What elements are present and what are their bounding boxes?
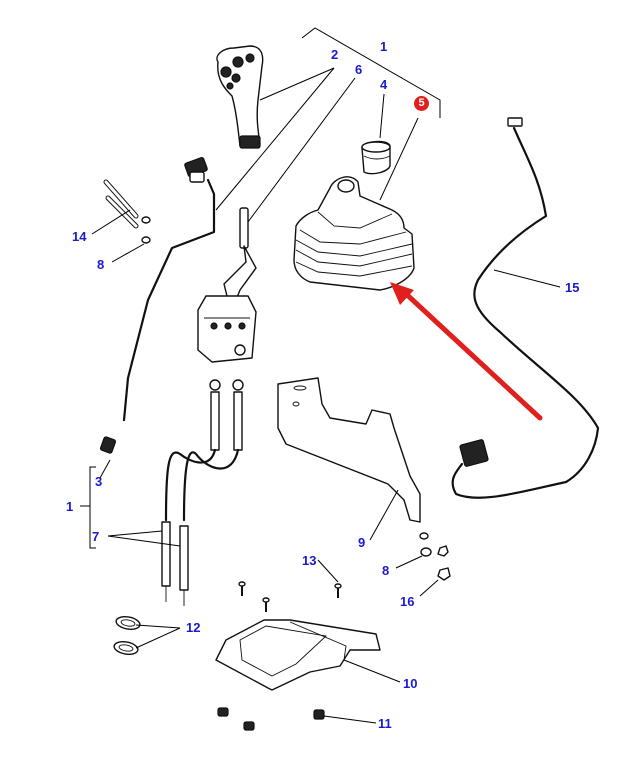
part-seals: [113, 616, 141, 655]
callout-8-lower[interactable]: 8: [382, 563, 390, 578]
callout-16[interactable]: 16: [400, 594, 415, 609]
callout-10[interactable]: 10: [403, 676, 418, 691]
callout-11[interactable]: 11: [378, 716, 392, 731]
part-console-cover: [215, 619, 381, 691]
part-washers-nuts: [419, 532, 451, 581]
highlight-arrow: [390, 282, 543, 421]
part-joystick-handle: [216, 45, 264, 149]
part-grommet: [361, 140, 391, 175]
part-mounting-bracket: [277, 377, 421, 523]
callout-15[interactable]: 15: [565, 280, 580, 295]
leader-lines: [80, 67, 561, 724]
callout-5-highlighted[interactable]: 5: [414, 96, 429, 111]
callout-2[interactable]: 2: [331, 47, 339, 62]
callout-12[interactable]: 12: [186, 620, 201, 635]
callout-1-left[interactable]: 1: [66, 499, 74, 514]
callout-1-top[interactable]: 1: [380, 39, 388, 54]
part-screws: [238, 581, 342, 612]
part-wiring-lead: [99, 156, 216, 454]
assembly-bracket-top: [301, 27, 441, 118]
callout-4[interactable]: 4: [380, 77, 388, 92]
part-bolts: [103, 179, 151, 244]
callout-9[interactable]: 9: [358, 535, 366, 550]
part-control-cables: [161, 379, 244, 606]
part-valve-base: [197, 207, 257, 363]
callout-6[interactable]: 6: [355, 62, 363, 77]
part-wiring-harness: [451, 117, 600, 499]
part-rubber-boot: [293, 176, 415, 291]
callout-8-upper[interactable]: 8: [97, 257, 105, 272]
part-clip-nuts: [217, 707, 325, 731]
callout-3[interactable]: 3: [95, 474, 103, 489]
callout-14[interactable]: 14: [72, 229, 87, 244]
callout-13[interactable]: 13: [302, 553, 317, 568]
callout-7[interactable]: 7: [92, 529, 100, 544]
